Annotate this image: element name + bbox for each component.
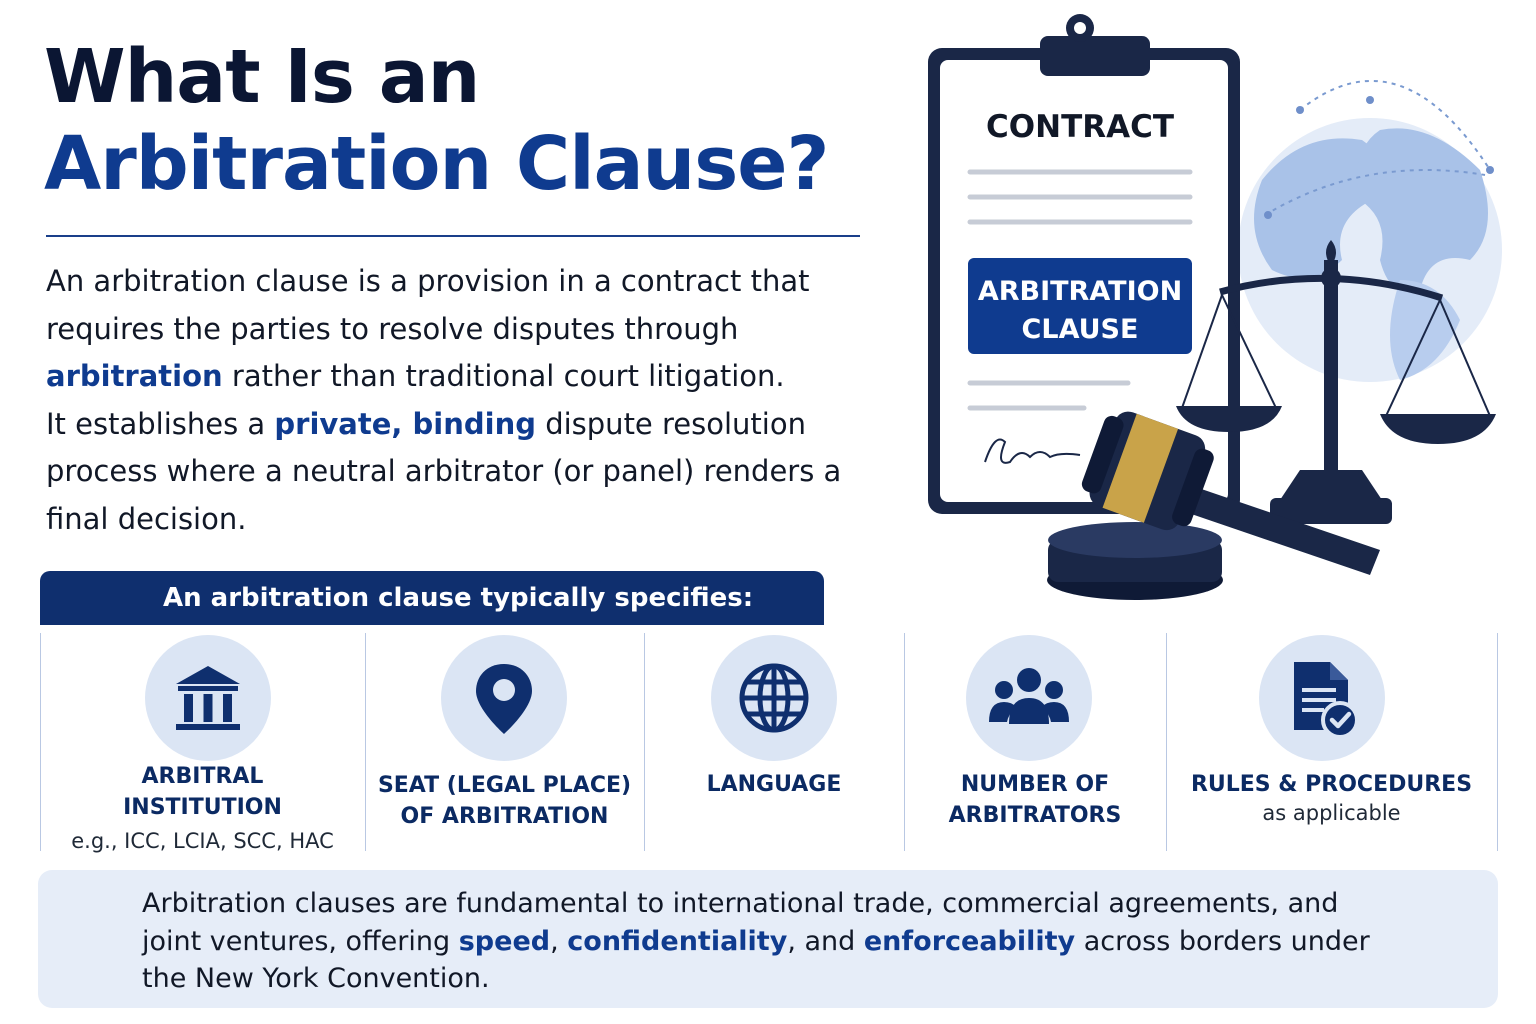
intro-paragraph: An arbitration clause is a provision in …	[46, 258, 846, 543]
card-divider	[1497, 633, 1498, 851]
card-divider	[904, 633, 905, 851]
footer-text-segment: ,	[550, 925, 568, 957]
clipboard-icon	[928, 14, 1240, 514]
card-divider	[40, 633, 41, 851]
footer-summary: Arbitration clauses are fundamental to i…	[38, 870, 1498, 1008]
card-divider	[365, 633, 366, 851]
spec-label-line: RULES & PROCEDURES	[1190, 772, 1473, 797]
spec-label: ARBITRAL INSTITUTION	[40, 761, 365, 823]
card-divider	[644, 633, 645, 851]
intro-text: dispute resolution process where a neutr…	[46, 406, 842, 536]
spec-card-language: LANGUAGE	[644, 633, 904, 851]
footer-text: Arbitration clauses are fundamental to i…	[142, 885, 1372, 998]
intro-highlight-private-binding: private, binding	[274, 406, 536, 441]
card-divider	[1166, 633, 1167, 851]
signature-icon	[984, 438, 1081, 464]
page-title: What Is an Arbitration Clause?	[44, 34, 904, 208]
intro-text: rather than traditional court litigation…	[222, 359, 785, 393]
institution-building-icon	[145, 635, 271, 761]
spec-label-line: INSTITUTION	[123, 795, 282, 820]
spec-label: RULES & PROCEDURES	[1166, 769, 1497, 800]
spec-label: SEAT (LEGAL PLACE) OF ARBITRATION	[365, 770, 644, 832]
footer-highlight-enforceability: enforceability	[863, 925, 1076, 957]
clause-label-line-1: ARBITRATION	[978, 276, 1182, 307]
footer-text-segment: , and	[787, 925, 864, 957]
spec-card-seat: SEAT (LEGAL PLACE) OF ARBITRATION	[365, 633, 644, 851]
spec-label-line: SEAT (LEGAL PLACE)	[377, 773, 632, 798]
clause-label-line-2: CLAUSE	[1022, 314, 1139, 345]
people-group-icon	[966, 635, 1092, 761]
gavel-icon	[1047, 411, 1380, 600]
title-divider	[46, 235, 860, 237]
contract-illustration: CONTRACT ARBITRATION CLAUSE	[928, 14, 1502, 600]
globe-icon	[1238, 79, 1502, 382]
intro-highlight-arbitration: arbitration	[46, 359, 223, 393]
spec-card-number-of-arbitrators: NUMBER OF ARBITRATORS	[904, 633, 1166, 851]
title-line-1: What Is an	[44, 34, 480, 120]
spec-label-line: LANGUAGE	[706, 772, 842, 797]
globe-icon	[711, 635, 837, 761]
footer-text-segment: Arbitration clauses are fundamental to i…	[142, 888, 1339, 957]
spec-cards: ARBITRAL INSTITUTION e.g., ICC, LCIA, SC…	[40, 633, 1498, 853]
footer-highlight-confidentiality: confidentiality	[567, 925, 788, 957]
scales-of-justice-icon	[1176, 240, 1496, 524]
contract-title: CONTRACT	[986, 109, 1174, 145]
spec-label-line: OF ARBITRATION	[400, 804, 609, 829]
document-check-icon	[1259, 635, 1385, 761]
intro-text: An arbitration clause is a provision in …	[46, 264, 810, 346]
spec-label: NUMBER OF ARBITRATORS	[904, 769, 1166, 831]
footer-highlight-speed: speed	[458, 925, 551, 957]
spec-card-rules-procedures: RULES & PROCEDURES as applicable	[1166, 633, 1497, 851]
spec-sublabel: e.g., ICC, LCIA, SCC, HAC	[71, 829, 334, 853]
specifies-banner: An arbitration clause typically specifie…	[40, 571, 824, 625]
spec-card-arbitral-institution: ARBITRAL INSTITUTION e.g., ICC, LCIA, SC…	[40, 633, 365, 853]
location-pin-icon	[441, 635, 567, 761]
spec-label: LANGUAGE	[644, 769, 904, 800]
footer-text-segment: across borders under the New York Conven…	[142, 925, 1370, 995]
spec-sublabel: as applicable	[1262, 801, 1401, 825]
intro-text: It establishes a	[46, 406, 275, 441]
spec-label-line: NUMBER OF	[960, 772, 1110, 797]
spec-label-line: ARBITRATORS	[948, 803, 1122, 828]
title-line-2: Arbitration Clause?	[44, 121, 829, 207]
spec-label-line: ARBITRAL	[141, 764, 264, 789]
